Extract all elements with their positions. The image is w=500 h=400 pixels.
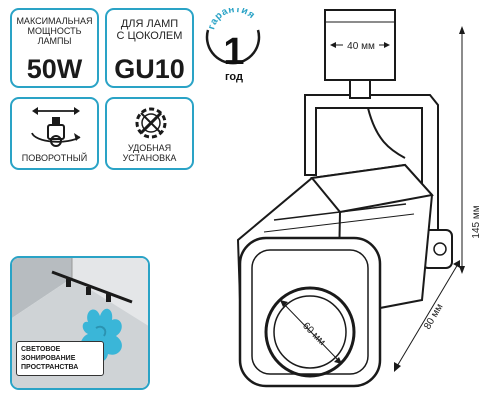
max-power-caption-line-1: МАКСИМАЛЬНАЯ <box>16 16 93 26</box>
lamp-head <box>236 163 434 388</box>
warranty-number: 1 <box>223 31 244 73</box>
easy-install-caption: УДОБНАЯ УСТАНОВКА <box>107 143 192 163</box>
head-width-label: 80 мм <box>422 302 445 332</box>
height-dimension: 145 мм <box>459 26 482 274</box>
max-power-value: 50W <box>26 54 83 84</box>
light-zoning-line-2: ЗОНИРОВАНИЕ <box>21 355 76 362</box>
height-label: 145 мм <box>471 205 482 238</box>
lens-ring <box>264 286 356 378</box>
adapter-width-label: 40 мм <box>347 41 375 52</box>
warranty-unit: год <box>225 71 243 83</box>
lamp-base-caption-line-1: ДЛЯ ЛАМП <box>120 18 179 30</box>
light-zoning-line-1: СВЕТОВОЕ <box>21 346 61 353</box>
warranty-badge-icon: гарантия 1 год <box>205 4 261 83</box>
max-power-caption-line-3: ЛАМПЫ <box>37 36 72 46</box>
tools-gear-icon <box>135 107 167 139</box>
rotating-card: ПОВОРОТНЫЙ <box>10 97 99 170</box>
warranty-badge: гарантия 1 год <box>202 4 264 88</box>
lamp-base-card: ДЛЯ ЛАМП С ЦОКОЛЕМ GU10 <box>105 8 194 88</box>
rotating-caption: ПОВОРОТНЫЙ <box>21 153 88 163</box>
easy-install-card: УДОБНАЯ УСТАНОВКА <box>105 97 194 170</box>
light-zoning-line-3: ПРОСТРАНСТВА <box>21 364 79 371</box>
track-light-drawing: 40 мм 145 мм 80 мм 60 мм <box>236 9 482 388</box>
lamp-base-caption: ДЛЯ ЛАМП С ЦОКОЛЕМ <box>107 18 192 42</box>
max-power-caption: МАКСИМАЛЬНАЯ МОЩНОСТЬ ЛАМПЫ <box>12 16 97 46</box>
lamp-base-value: GU10 <box>114 54 185 84</box>
light-zoning-label: СВЕТОВОЕ ЗОНИРОВАНИЕ ПРОСТРАНСТВА <box>16 341 104 376</box>
lamp-base-caption-line-2: С ЦОКОЛЕМ <box>116 30 183 42</box>
easy-install-caption-line-2: УСТАНОВКА <box>122 153 177 163</box>
rotate-icon <box>31 107 81 147</box>
easy-install-caption-line-1: УДОБНАЯ <box>127 143 172 153</box>
max-power-caption-line-2: МОЩНОСТЬ <box>27 26 82 36</box>
max-power-card: МАКСИМАЛЬНАЯ МОЩНОСТЬ ЛАМПЫ 50W <box>10 8 99 88</box>
adapter-width-dimension: 40 мм <box>330 39 390 52</box>
light-zoning-card: СВЕТОВОЕ ЗОНИРОВАНИЕ ПРОСТРАНСТВА <box>10 256 150 390</box>
